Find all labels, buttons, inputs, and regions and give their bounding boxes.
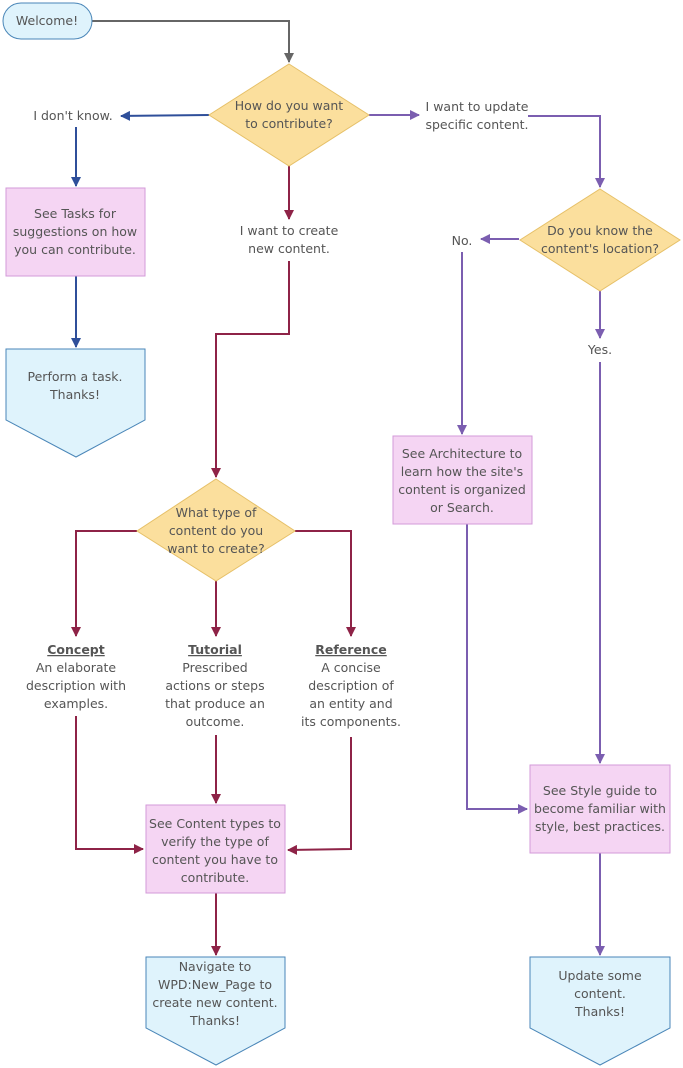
architecture-line-3: content is organized bbox=[398, 482, 526, 497]
new-page-line-3: create new content. bbox=[152, 995, 277, 1010]
tutorial-line-4: outcome. bbox=[186, 714, 245, 729]
update-end-line-1: Update some bbox=[558, 968, 642, 983]
edge-welcome-to-question bbox=[92, 20, 294, 63]
tutorial-line-1: Prescribed bbox=[182, 660, 247, 675]
content-types-line-4: contribute. bbox=[181, 870, 249, 885]
architecture-line-4: or Search. bbox=[430, 500, 494, 515]
edge-concept-to-content-types bbox=[75, 716, 144, 854]
type-line-3: want to create? bbox=[167, 541, 265, 556]
concept-label: Concept An elaborate description with ex… bbox=[26, 642, 126, 711]
concept-title[interactable]: Concept bbox=[47, 642, 104, 657]
tasks-link[interactable]: Tasks bbox=[60, 206, 95, 221]
contribute-line-2: to contribute? bbox=[245, 116, 333, 131]
edge-type-to-concept bbox=[71, 530, 137, 637]
content-types-line-3: content you have to bbox=[152, 852, 278, 867]
new-page-line-1: Navigate to bbox=[179, 959, 252, 974]
dont-know-label: I don't know. bbox=[33, 108, 112, 123]
update-end: Update some content. Thanks! bbox=[529, 956, 671, 1066]
location-diamond bbox=[519, 188, 681, 292]
new-page-line-2: WPD:New_Page to bbox=[158, 977, 272, 992]
architecture-link[interactable]: Architecture bbox=[429, 446, 506, 461]
tasks-line-2: suggestions on how bbox=[13, 224, 137, 239]
update-line-2: specific content. bbox=[425, 117, 528, 132]
new-page-end: Navigate to WPD:New_Page to create new c… bbox=[145, 956, 286, 1066]
reference-line-1: A concise bbox=[321, 660, 381, 675]
update-label: I want to update specific content. bbox=[425, 99, 528, 132]
edge-update-to-location bbox=[528, 115, 605, 188]
welcome-shape bbox=[2, 2, 93, 40]
connectors bbox=[71, 20, 605, 956]
edge-architecture-to-style-guide bbox=[466, 524, 528, 814]
reference-line-4: its components. bbox=[301, 714, 401, 729]
content-types-box-shape bbox=[145, 804, 286, 894]
perform-task-line-1: Perform a task. bbox=[28, 369, 123, 384]
tasks-line-3: you can contribute. bbox=[14, 242, 136, 257]
edge-reference-to-content-types bbox=[287, 737, 352, 855]
yes-label: Yes. bbox=[587, 342, 612, 357]
perform-task-line-2: Thanks! bbox=[49, 387, 100, 402]
update-line-1: I want to update bbox=[426, 99, 529, 114]
create-label: I want to create new content. bbox=[240, 223, 339, 256]
architecture-line-2: learn how the site's bbox=[401, 464, 523, 479]
tutorial-line-3: that produce an bbox=[165, 696, 265, 711]
content-types-box: See Content types to verify the type of … bbox=[145, 804, 286, 894]
reference-line-3: an entity and bbox=[309, 696, 392, 711]
reference-label: Reference A concise description of an en… bbox=[301, 642, 401, 729]
content-types-line-1: See Content types to bbox=[149, 816, 281, 831]
welcome-label: Welcome! bbox=[16, 13, 78, 28]
new-page-shape bbox=[145, 956, 286, 1066]
no-label: No. bbox=[452, 233, 473, 248]
style-guide-line-3: style, best practices. bbox=[535, 819, 665, 834]
type-line-1: What type of bbox=[176, 505, 257, 520]
style-guide-line-1: See Style guide to bbox=[543, 783, 657, 798]
tutorial-line-2: actions or steps bbox=[165, 678, 264, 693]
contribute-diamond bbox=[208, 63, 370, 167]
update-end-line-3: Thanks! bbox=[574, 1004, 625, 1019]
welcome-node: Welcome! bbox=[2, 2, 93, 40]
tasks-box-shape bbox=[5, 187, 146, 277]
style-guide-line-2: become familiar with bbox=[534, 801, 666, 816]
type-diamond bbox=[136, 478, 296, 582]
reference-title[interactable]: Reference bbox=[315, 642, 386, 657]
contribute-line-1: How do you want bbox=[235, 98, 344, 113]
create-line-1: I want to create bbox=[240, 223, 339, 238]
architecture-box: See Architecture to learn how the site's… bbox=[392, 435, 533, 525]
location-question: Do you know the content's location? bbox=[519, 188, 681, 292]
architecture-line-1: See Architecture to bbox=[402, 446, 522, 461]
style-guide-box-shape bbox=[529, 764, 671, 854]
type-line-2: content do you bbox=[169, 523, 263, 538]
edge-question-to-dont-know bbox=[120, 110, 210, 121]
concept-line-3: examples. bbox=[44, 696, 108, 711]
reference-line-2: description of bbox=[308, 678, 394, 693]
edge-type-to-reference bbox=[295, 530, 356, 637]
style-guide-link[interactable]: Style guide bbox=[570, 783, 641, 798]
new-page-link[interactable]: WPD:New_Page bbox=[158, 977, 256, 992]
style-guide-box: See Style guide to become familiar with … bbox=[529, 764, 671, 854]
perform-task-end: Perform a task. Thanks! bbox=[5, 348, 146, 458]
location-line-2: content's location? bbox=[541, 241, 659, 256]
concept-line-1: An elaborate bbox=[36, 660, 117, 675]
location-line-1: Do you know the bbox=[547, 223, 653, 238]
update-end-line-2: content. bbox=[574, 986, 626, 1001]
perform-task-shape bbox=[5, 348, 146, 458]
update-end-shape bbox=[529, 956, 671, 1066]
tutorial-title[interactable]: Tutorial bbox=[188, 642, 242, 657]
edge-create-to-type bbox=[211, 261, 290, 478]
tutorial-label: Tutorial Prescribed actions or steps tha… bbox=[165, 642, 265, 729]
content-types-line-2: verify the type of bbox=[161, 834, 269, 849]
tasks-box: See Tasks for suggestions on how you can… bbox=[5, 187, 146, 277]
concept-line-2: description with bbox=[26, 678, 126, 693]
new-page-line-4: Thanks! bbox=[189, 1013, 240, 1028]
tasks-line-1: See Tasks for bbox=[34, 206, 117, 221]
type-question: What type of content do you want to crea… bbox=[136, 478, 296, 582]
architecture-box-shape bbox=[392, 435, 533, 525]
contribute-question: How do you want to contribute? bbox=[208, 63, 370, 167]
create-line-2: new content. bbox=[248, 241, 330, 256]
content-types-link[interactable]: Content types bbox=[176, 816, 264, 831]
